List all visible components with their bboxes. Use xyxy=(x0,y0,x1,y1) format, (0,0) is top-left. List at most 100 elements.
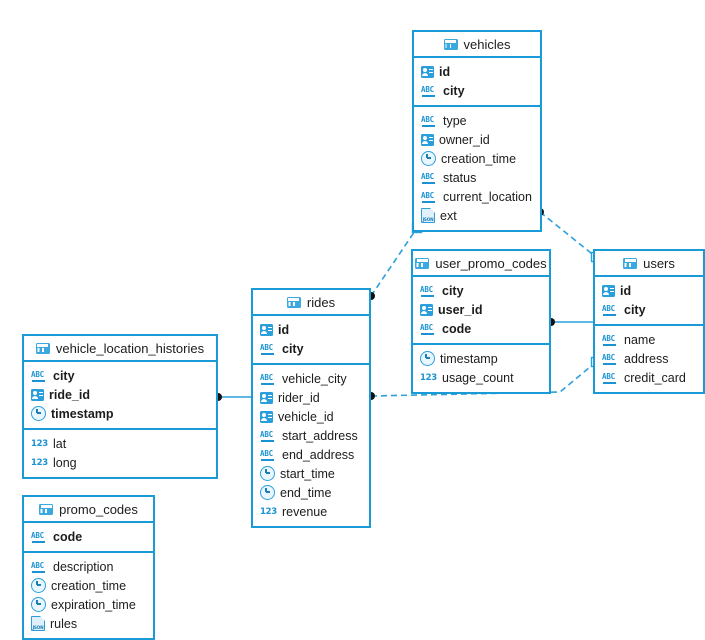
field-row[interactable]: rider_id xyxy=(253,388,369,407)
field-label: status xyxy=(443,170,477,185)
field-row[interactable]: expiration_time xyxy=(24,595,153,614)
json-document-icon xyxy=(421,207,436,223)
field-row[interactable]: ride_id xyxy=(24,385,216,404)
field-label: owner_id xyxy=(439,132,490,147)
field-row[interactable]: rules xyxy=(24,614,153,633)
field-label: city xyxy=(53,368,75,383)
entity-title-promo_codes: promo_codes xyxy=(24,497,153,523)
123-number-icon: 123 xyxy=(31,457,48,468)
field-label: type xyxy=(443,113,467,128)
field-label: long xyxy=(53,455,77,470)
entity-title-label: vehicle_location_histories xyxy=(55,340,205,356)
field-row[interactable]: ABC end_address xyxy=(253,445,369,464)
field-label: user_id xyxy=(438,302,483,317)
abc-string-icon: ABC xyxy=(421,191,438,203)
relationship-user-promo-codes-to-users[interactable] xyxy=(547,318,595,326)
clock-timestamp-icon xyxy=(260,466,275,481)
field-label: end_time xyxy=(280,485,332,500)
field-label: address xyxy=(624,351,669,366)
field-label: end_address xyxy=(282,447,355,462)
123-number-icon: 123 xyxy=(260,506,277,517)
field-row[interactable]: id xyxy=(595,281,703,300)
field-row[interactable]: start_time xyxy=(253,464,369,483)
field-row[interactable]: vehicle_id xyxy=(253,407,369,426)
uuid-key-icon xyxy=(260,410,273,423)
uuid-key-icon xyxy=(420,303,433,316)
field-row[interactable]: ABC city xyxy=(595,300,703,319)
field-row[interactable]: user_id xyxy=(413,300,549,319)
entity-title-label: users xyxy=(643,255,675,271)
field-label: city xyxy=(282,341,304,356)
field-row[interactable]: 123 long xyxy=(24,453,216,472)
entity-title-label: user_promo_codes xyxy=(435,255,547,271)
field-row[interactable]: timestamp xyxy=(24,404,216,423)
entity-title-user_promo_codes: user_promo_codes xyxy=(413,251,549,277)
abc-string-icon: ABC xyxy=(602,353,619,365)
uuid-key-icon xyxy=(421,65,434,78)
field-row[interactable]: timestamp xyxy=(413,349,549,368)
field-label: ride_id xyxy=(49,387,90,402)
field-label: city xyxy=(443,83,465,98)
field-label: creation_time xyxy=(441,151,517,166)
entity-title-rides: rides xyxy=(253,290,369,316)
entity-title-vehicle_location_histories: vehicle_location_histories xyxy=(24,336,216,362)
field-label: city xyxy=(624,302,646,317)
field-label: start_address xyxy=(282,428,358,443)
uuid-key-icon xyxy=(260,323,273,336)
field-row[interactable]: creation_time xyxy=(24,576,153,595)
field-label: id xyxy=(278,322,290,337)
field-row[interactable]: creation_time xyxy=(414,149,540,168)
field-label: code xyxy=(442,321,472,336)
field-row[interactable]: owner_id xyxy=(414,130,540,149)
field-row[interactable]: ext xyxy=(414,206,540,225)
uuid-key-icon xyxy=(421,133,434,146)
entity-title-label: vehicles xyxy=(463,36,511,52)
field-row[interactable]: ABC address xyxy=(595,349,703,368)
field-row[interactable]: id xyxy=(414,62,540,81)
table-icon xyxy=(286,296,301,308)
abc-string-icon: ABC xyxy=(602,304,619,316)
uuid-key-icon xyxy=(31,388,44,401)
field-label: rules xyxy=(50,616,78,631)
abc-string-icon: ABC xyxy=(31,561,48,573)
clock-timestamp-icon xyxy=(31,406,46,421)
field-row[interactable]: id xyxy=(253,320,369,339)
abc-string-icon: ABC xyxy=(260,373,277,385)
uuid-key-icon xyxy=(602,284,615,297)
123-number-icon: 123 xyxy=(420,372,437,383)
abc-string-icon: ABC xyxy=(260,449,277,461)
relationship-vehicle-location-histories-to-rides[interactable] xyxy=(214,393,251,401)
field-label: id xyxy=(620,283,632,298)
field-row[interactable]: end_time xyxy=(253,483,369,502)
